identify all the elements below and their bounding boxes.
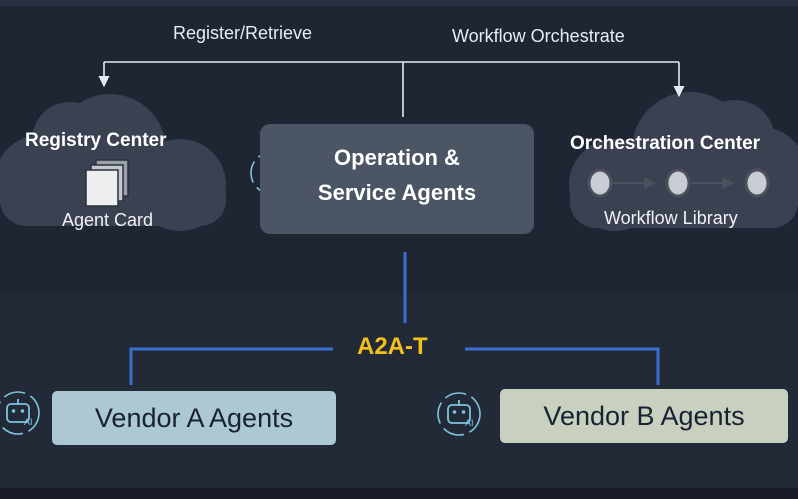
registry-center-title: Registry Center xyxy=(25,130,167,151)
a2a-t-label: A2A-T xyxy=(357,333,428,360)
vendor-b-label: Vendor B Agents xyxy=(543,400,745,431)
a2a-connector xyxy=(129,252,660,385)
ai-robot-icon: AI xyxy=(437,392,481,436)
top-connector xyxy=(98,61,685,117)
vendor-b-box: Vendor B Agents xyxy=(500,389,788,443)
bottom-band-edge xyxy=(0,488,798,499)
document-stack-icon xyxy=(85,159,129,207)
operation-label-line2: Service Agents xyxy=(317,180,477,205)
workflow-library-label: Workflow Library xyxy=(604,208,738,228)
svg-text:AI: AI xyxy=(24,417,33,427)
top-band-edge xyxy=(0,0,798,6)
operation-service-agents-label: Operation & Service Agents xyxy=(260,140,534,210)
workflow-orchestrate-label: Workflow Orchestrate xyxy=(452,26,625,46)
workflow-nodes-icon xyxy=(587,168,770,198)
orchestration-cloud xyxy=(569,92,798,231)
vendor-a-box: Vendor A Agents xyxy=(52,391,336,445)
operation-service-agents-box xyxy=(260,124,534,234)
ai-robot-icon: AI xyxy=(0,391,40,435)
orchestration-center-title: Orchestration Center xyxy=(570,133,761,154)
svg-text:AI: AI xyxy=(465,418,474,428)
agent-card-label: Agent Card xyxy=(62,210,154,230)
register-retrieve-label: Register/Retrieve xyxy=(173,23,313,43)
operation-label-line1: Operation & xyxy=(334,145,460,170)
vendor-a-label: Vendor A Agents xyxy=(94,402,294,433)
